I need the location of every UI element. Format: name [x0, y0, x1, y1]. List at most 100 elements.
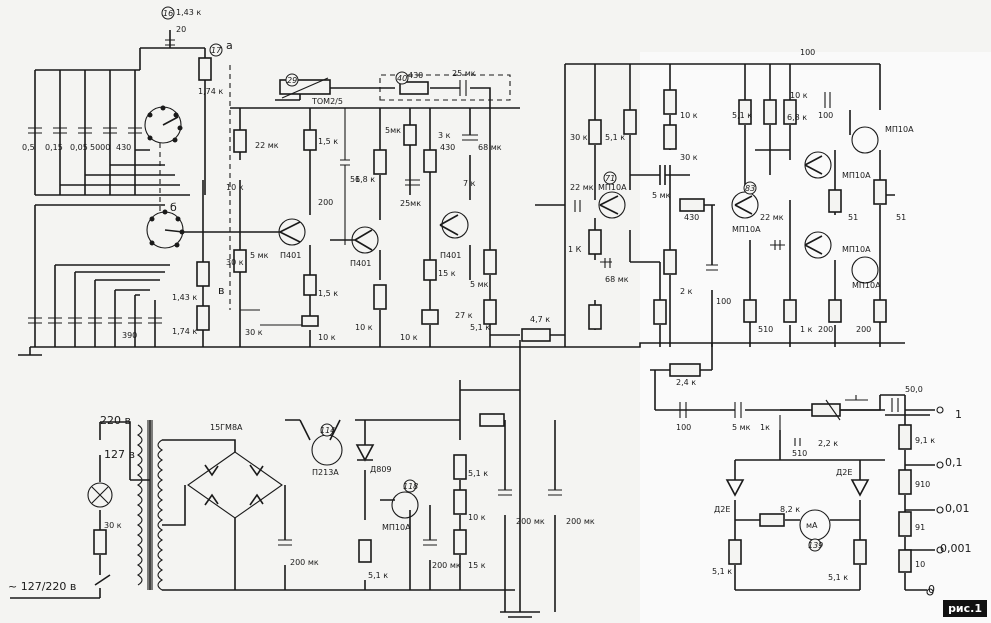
r34-value: 1,5 к — [318, 289, 338, 298]
c11-value: 430 — [116, 143, 131, 152]
r145-value: 910 — [915, 480, 930, 489]
c94-value: 100 — [818, 111, 833, 120]
rotary-switch-13a[interactable] — [144, 105, 183, 144]
tap-220-label: 220 в — [100, 414, 131, 427]
r61-value: 4,7 к — [530, 315, 550, 324]
ground-terminal-label: 0 — [928, 583, 935, 596]
c126-value: 200 мк — [516, 517, 545, 526]
input-capacitor-bank-bottom: 390 — [28, 204, 170, 347]
meter-label: мА — [806, 521, 818, 530]
r26-value: 30 к — [245, 328, 263, 337]
r134-value: 5,1 к — [712, 567, 732, 576]
svg-text:40: 40 — [397, 74, 407, 83]
r45-value: 15 к — [438, 269, 456, 278]
output-01-label: 0,1 — [945, 456, 963, 469]
c12-value: 390 — [122, 331, 137, 340]
output-feedback-network: 2,4 к 100 5 мк — [650, 343, 881, 432]
r79-value: 30 к — [680, 153, 698, 162]
q118-type: МП10А — [382, 523, 411, 532]
c67-value: 22 мк — [570, 183, 594, 192]
output-1-label: 1 — [955, 408, 962, 421]
bridge-rectifier: 15ГМ8А 200 мк — [162, 423, 319, 591]
q33-type: П401 — [280, 251, 301, 260]
svg-text:71: 71 — [605, 174, 615, 183]
r57-value: 27 к — [455, 311, 473, 320]
q98-type: МП10А — [842, 245, 871, 254]
q71-type: МП10А — [598, 183, 627, 192]
r60-value: 5,1 к — [470, 323, 490, 332]
r140-value: 2,2 к — [818, 439, 838, 448]
voltage-regulator: П213А Д809 МП10А 5,1 к 200 мк 5,1 к 10 к… — [285, 380, 595, 612]
c3-value: 0,15 — [45, 143, 63, 152]
c32-value: 200 — [318, 198, 333, 207]
c42-value: 5мк — [385, 126, 401, 135]
level-meter: 1к 510 2,2 к Д2Е Д2Е 8,2 к мА 5,1 к 5,1 … — [712, 395, 885, 591]
preamp-stage-1: П401 22 мк 10 к 30 к 5 мк 30 к 1,5 к 200… — [212, 108, 360, 347]
inter-stage-link: 4,7 к — [490, 204, 565, 618]
svg-text:139: 139 — [808, 541, 823, 550]
svg-text:114: 114 — [320, 426, 335, 435]
c113-value: 200 мк — [290, 558, 319, 567]
c119-value: 200 мк — [432, 561, 461, 570]
r17-bottom-value: 1,74 к — [172, 327, 197, 336]
r24-value: 30 к — [226, 258, 244, 267]
r144-value: 9,1 к — [915, 436, 935, 445]
r146-value: 91 — [915, 523, 925, 532]
r55-value: 7 к — [463, 179, 476, 188]
r88-value: 10 к — [790, 91, 808, 100]
ground-symbol — [18, 347, 42, 356]
rectifier-type: 15ГМ8А — [210, 423, 243, 432]
r121-value: 5,1 к — [468, 469, 488, 478]
r122-value: 10 к — [468, 513, 486, 522]
power-amp-output-stage: 100 МП10А МП10А МП10А МП10А 5,1 к 10 к 6… — [732, 48, 914, 347]
c28-value: 5 мк — [250, 251, 269, 260]
c90-value: 22 мк — [760, 213, 784, 222]
power-amp-driver: МП10А 30 к 22 мк 1 К 68 мк 5,1 к — [564, 64, 667, 347]
r82-value: 430 — [684, 213, 699, 222]
svg-text:118: 118 — [403, 482, 418, 491]
tap-v-label: в — [218, 284, 224, 297]
q101-type: МП10А — [885, 125, 914, 134]
output-001-label: 0,01 — [945, 502, 970, 515]
c8-value: 5000 — [90, 143, 110, 152]
c41-value: 25 мк — [452, 69, 476, 78]
tap-a-label: а — [226, 39, 233, 52]
tap-b-label: б — [170, 201, 177, 214]
r47-value: 10 к — [400, 333, 418, 342]
r92-value: 1 к — [800, 325, 813, 334]
r89-value: 6,8 к — [787, 113, 807, 122]
q95-type: МП10А — [842, 171, 871, 180]
paper-sheet-right — [640, 52, 991, 623]
tap-127-label: 127 в — [104, 448, 135, 461]
c77-value: 5 мк — [652, 191, 671, 200]
r138-value: 8,2 к — [780, 505, 800, 514]
r23-value: 10 к — [226, 183, 244, 192]
c36-value: 51 — [350, 175, 360, 184]
r102-value: 200 — [856, 325, 871, 334]
r31-value: 1,5 к — [318, 137, 338, 146]
designator-markers: 16 17 29 40 71 83 114 118 139 — [161, 6, 823, 552]
r123-value: 15 к — [468, 561, 486, 570]
r100-top-value: 100 — [800, 48, 815, 57]
r81-value: 2 к — [680, 287, 693, 296]
c131-value: 100 — [676, 423, 691, 432]
power-amp-second-stage: МП10А 5 мк 10 к 30 к 2 к 430 100 — [630, 64, 761, 347]
r37-value: 6,8 к — [355, 175, 375, 184]
c72-value: 68 мк — [605, 275, 629, 284]
c132-value: 5 мк — [732, 423, 751, 432]
c136-value: 510 — [792, 449, 807, 458]
mains-input-label: ~ 127/220 в — [8, 580, 76, 593]
preamp-stage-2: П401 6,8 к 10 к — [330, 108, 387, 347]
c22-value: 22 мк — [255, 141, 279, 150]
input-divider: 1,43 к 20 1,74 к 1,43 к 1,74 к а б в — [139, 8, 233, 347]
c43-value: 25мк — [400, 199, 421, 208]
r39-value: 10 к — [355, 323, 373, 332]
d133-type: Д2Е — [714, 505, 730, 514]
input-capacitor-bank-top: 0,5 0,15 0,05 5000 430 — [22, 69, 190, 196]
d141-type: Д2Е — [836, 468, 852, 477]
r147-value: 10 — [915, 560, 925, 569]
lamp-resistor-value: 30 к — [104, 521, 122, 530]
c5-value: 0,05 — [70, 143, 88, 152]
r68-value: 1 К — [568, 245, 582, 254]
r97-value: 51 — [848, 213, 858, 222]
